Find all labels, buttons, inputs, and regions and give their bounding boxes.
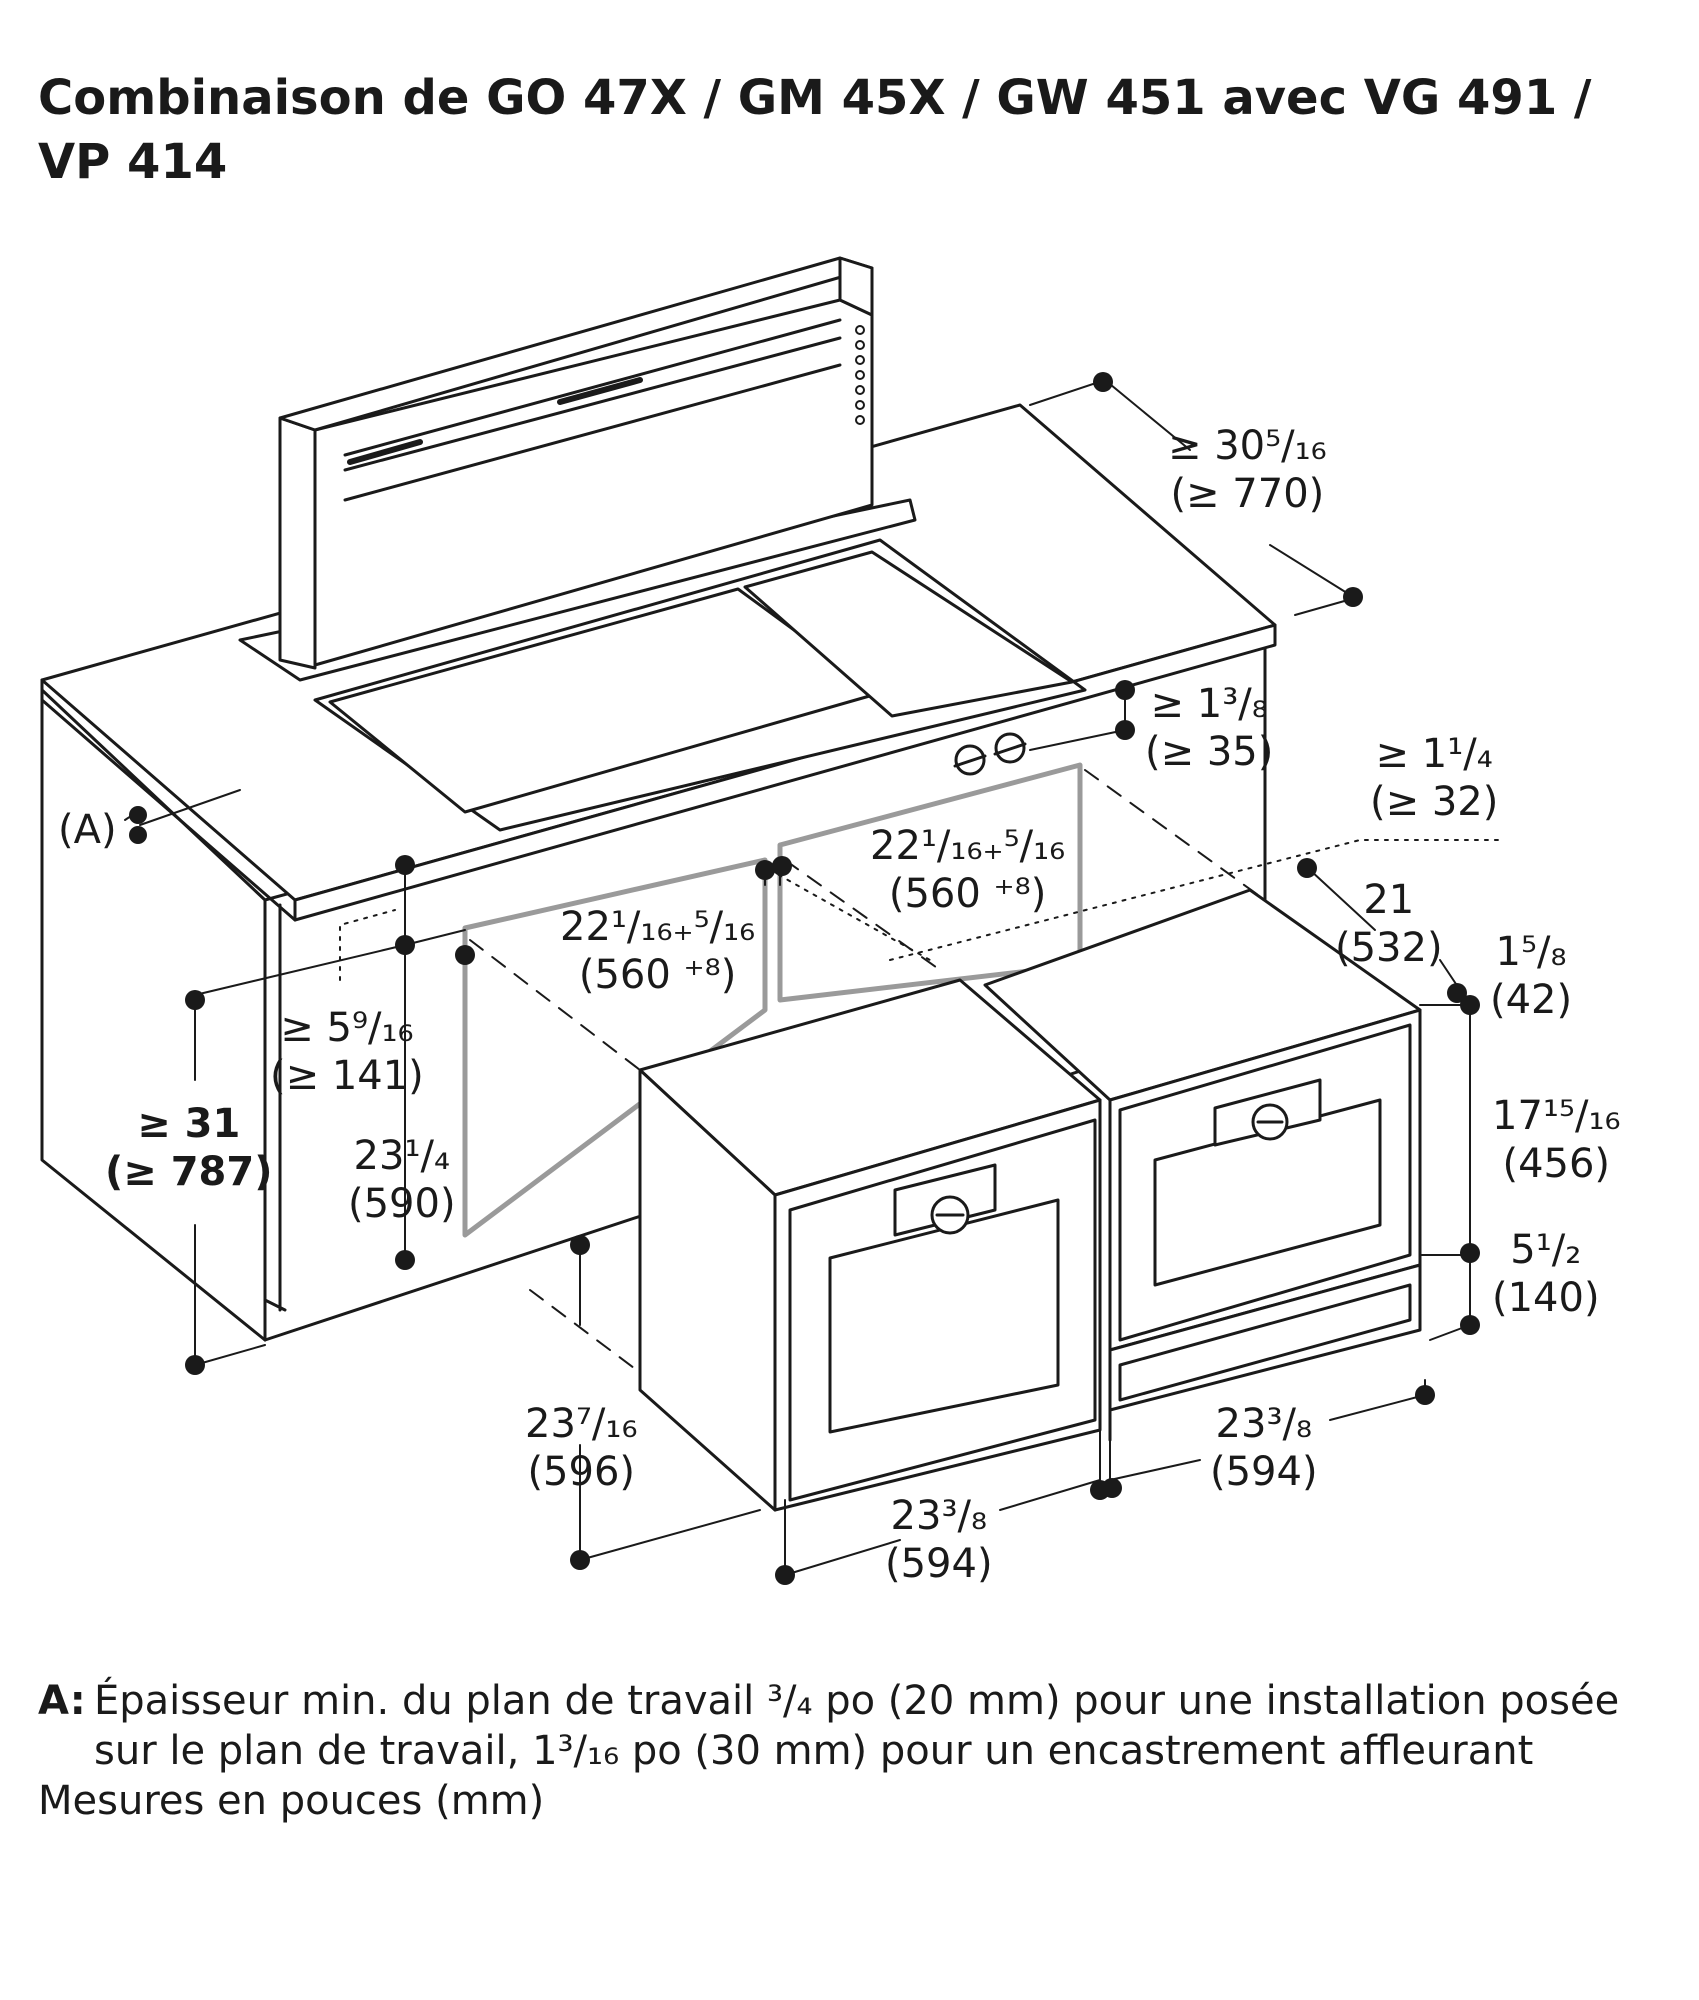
dim-counter-height: ≥ 31 (≥ 787) [105,1100,273,1196]
dim-oven1-width-imperial: 23³/₈ [890,1493,987,1539]
dim-cutout-width-right: 22¹/₁₆₊⁵/₁₆ (560 ⁺⁸) [870,822,1065,918]
dim-oven2-height: 17¹⁵/₁₆ (456) [1492,1092,1621,1188]
control-dots [855,325,865,425]
dim-oven2-height-metric: (456) [1502,1141,1611,1187]
dim-counter-height-imperial: ≥ 31 [137,1101,241,1147]
dim-hood-depth-metric: (≥ 770) [1170,471,1325,517]
title-line-2: VP 414 [38,134,228,190]
dim-cutout-width-right-metric: (560 ⁺⁸) [888,871,1047,917]
dim-drawer-height: 5¹/₂ (140) [1492,1226,1600,1322]
dim-cutout-width-left: 22¹/₁₆₊⁵/₁₆ (560 ⁺⁸) [560,903,755,999]
dim-front-offset-metric: (42) [1490,977,1573,1023]
dim-oven1-width: 23³/₈ (594) [885,1492,993,1588]
dim-cutout-width-right-imperial: 22¹/₁₆₊⁵/₁₆ [870,823,1066,869]
dim-drawer-height-imperial: 5¹/₂ [1510,1227,1582,1273]
note-units-text: Mesures en pouces (mm) [38,1778,545,1824]
dim-rear-clearance: ≥ 1¹/₄ (≥ 32) [1370,730,1498,826]
oven-left [638,978,1102,1512]
dim-warming-depth: 21 (532) [1335,876,1443,972]
dim-cutout-height-imperial: 23¹/₄ [353,1133,450,1179]
dim-knob-setback: ≥ 1³/₈ (≥ 35) [1145,680,1273,776]
dotted-lines [339,839,1501,981]
downdraft-hood [238,256,917,682]
control-knobs [953,732,1027,776]
dimension-lines [124,379,1471,1576]
marker-a: (A) [58,806,117,854]
marker-a-label: (A) [58,807,117,853]
note-a-text: Épaisseur min. du plan de travail ³/₄ po… [94,1678,1620,1774]
dim-knob-setback-imperial: ≥ 1³/₈ [1150,681,1268,727]
dim-front-offset: 1⁵/₈ (42) [1490,928,1572,1024]
dim-oven2-width-imperial: 23³/₈ [1215,1401,1312,1447]
oven-right [983,888,1422,1352]
dim-cutout-height-metric: (590) [348,1181,456,1227]
dim-oven2-width: 23³/₈ (594) [1210,1400,1318,1496]
dim-hood-depth: ≥ 30⁵/₁₆ (≥ 770) [1168,422,1327,518]
dim-cutout-width-left-imperial: 22¹/₁₆₊⁵/₁₆ [560,904,756,950]
dim-hood-depth-imperial: ≥ 30⁵/₁₆ [1168,423,1327,469]
dim-warming-depth-imperial: 21 [1363,877,1415,923]
page-title: Combinaison de GO 47X / GM 45X / GW 451 … [38,66,1598,194]
dim-knob-setback-metric: (≥ 35) [1145,729,1274,775]
dim-top-gap: ≥ 5⁹/₁₆ (≥ 141) [270,1004,424,1100]
dim-oven-depth: 23⁷/₁₆ (596) [525,1400,637,1496]
note-a-key: A: [38,1678,86,1724]
dim-cutout-height: 23¹/₄ (590) [348,1132,456,1228]
dim-cutout-width-left-metric: (560 ⁺⁸) [578,952,737,998]
dim-oven1-width-metric: (594) [885,1541,993,1587]
note-units: Mesures en pouces (mm) [38,1776,1638,1826]
dim-counter-height-metric: (≥ 787) [105,1149,273,1195]
title-line-1: Combinaison de GO 47X / GM 45X / GW 451 … [38,70,1592,126]
dim-top-gap-metric: (≥ 141) [270,1053,424,1099]
dim-oven2-width-metric: (594) [1210,1449,1318,1495]
dimension-dots [129,372,1480,1585]
dim-oven-depth-metric: (596) [527,1449,636,1495]
notes: A: Épaisseur min. du plan de travail ³/₄… [38,1676,1638,1826]
dim-oven2-height-imperial: 17¹⁵/₁₆ [1492,1093,1621,1139]
dim-warming-depth-metric: (532) [1335,925,1443,971]
note-a: A: Épaisseur min. du plan de travail ³/₄… [38,1676,1638,1776]
dim-oven-depth-imperial: 23⁷/₁₆ [525,1401,638,1447]
dim-rear-clearance-imperial: ≥ 1¹/₄ [1375,731,1493,777]
dim-top-gap-imperial: ≥ 5⁹/₁₆ [280,1005,414,1051]
dim-front-offset-imperial: 1⁵/₈ [1495,929,1567,975]
cooktop [313,538,1087,832]
warming-drawer [1108,1263,1422,1442]
dim-drawer-height-metric: (140) [1492,1275,1600,1321]
dim-rear-clearance-metric: (≥ 32) [1370,779,1499,825]
